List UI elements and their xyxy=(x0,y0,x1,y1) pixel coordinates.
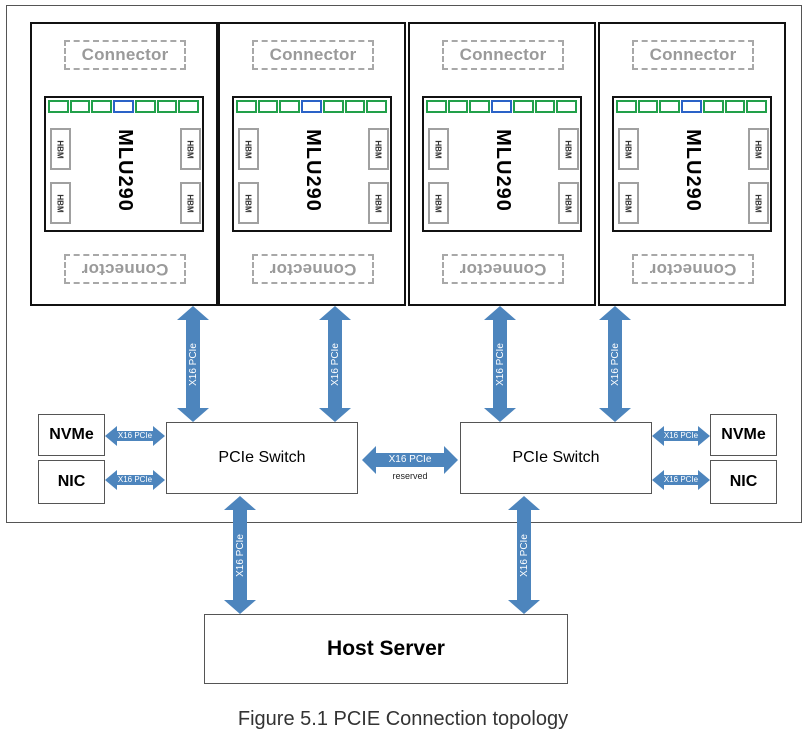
link-label: X16 PCIe xyxy=(663,431,699,440)
link-label: X16 PCIe xyxy=(117,475,153,484)
pcie-link-arrow xyxy=(652,426,710,446)
hbm-module: HBM xyxy=(180,128,201,170)
pin-row xyxy=(236,100,388,113)
hbm-module: HBM xyxy=(50,182,71,224)
mlu290-chip: MLU290 HBM HBM HBM HBM xyxy=(44,96,204,232)
pin-row xyxy=(426,100,578,113)
link-label: X16 PCIe xyxy=(609,342,621,386)
server-chassis xyxy=(6,5,802,523)
link-label: X16 PCIe xyxy=(187,342,199,386)
pcie-link-arrow xyxy=(319,306,351,422)
connector-top: Connector xyxy=(64,40,186,70)
hbm-module: HBM xyxy=(50,128,71,170)
pcie-link-arrow xyxy=(177,306,209,422)
connector-top: Connector xyxy=(442,40,564,70)
pcie-switch-right: PCIe Switch xyxy=(460,422,652,494)
nic-left: NIC xyxy=(38,460,105,504)
link-label: X16 PCIe xyxy=(494,342,506,386)
accelerator-card-4: Connector MLU290 HBM HBM HBM HBM Connect… xyxy=(598,22,786,306)
hbm-module: HBM xyxy=(238,128,259,170)
link-label: X16 PCIe xyxy=(117,431,153,440)
pcie-link-arrow xyxy=(484,306,516,422)
connector-top: Connector xyxy=(252,40,374,70)
link-label: X16 PCIe xyxy=(329,342,341,386)
pin-row xyxy=(48,100,200,113)
nvme-right: NVMe xyxy=(710,414,777,456)
pin-row xyxy=(616,100,768,113)
mlu290-chip: MLU290 HBM HBM HBM HBM xyxy=(232,96,392,232)
accelerator-card-2: Connector MLU290 HBM HBM HBM HBM Connect… xyxy=(218,22,406,306)
pcie-switch-left: PCIe Switch xyxy=(166,422,358,494)
hbm-module: HBM xyxy=(428,128,449,170)
nic-right: NIC xyxy=(710,460,777,504)
mlu290-chip: MLU290 HBM HBM HBM HBM xyxy=(612,96,772,232)
pcie-link-arrow xyxy=(508,496,540,614)
hbm-module: HBM xyxy=(368,128,389,170)
hbm-module: HBM xyxy=(558,128,579,170)
host-server: Host Server xyxy=(204,614,568,684)
nvme-left: NVMe xyxy=(38,414,105,456)
pcie-link-arrow xyxy=(652,470,710,490)
pcie-link-arrow xyxy=(105,426,165,446)
link-label: X16 PCIe xyxy=(518,533,530,577)
figure-caption: Figure 5.1 PCIE Connection topology xyxy=(237,708,569,730)
hbm-module: HBM xyxy=(618,128,639,170)
hbm-module: HBM xyxy=(558,182,579,224)
hbm-module: HBM xyxy=(238,182,259,224)
link-label: X16 PCIe xyxy=(388,454,432,465)
hbm-module: HBM xyxy=(180,182,201,224)
pcie-link-arrow xyxy=(362,446,458,474)
link-label: X16 PCIe xyxy=(234,533,246,577)
connector-top: Connector xyxy=(632,40,754,70)
pcie-link-arrow xyxy=(599,306,631,422)
hbm-module: HBM xyxy=(618,182,639,224)
hbm-module: HBM xyxy=(748,182,769,224)
hbm-module: HBM xyxy=(748,128,769,170)
accelerator-card-1: Connector MLU290 HBM HBM HBM HBM Connect… xyxy=(30,22,218,306)
reserved-label: reserved xyxy=(392,471,428,481)
pcie-link-arrow xyxy=(105,470,165,490)
hbm-module: HBM xyxy=(368,182,389,224)
pcie-link-arrow xyxy=(224,496,256,614)
hbm-module: HBM xyxy=(428,182,449,224)
accelerator-card-3: Connector MLU290 HBM HBM HBM HBM Connect… xyxy=(408,22,596,306)
link-label: X16 PCIe xyxy=(663,475,699,484)
mlu290-chip: MLU290 HBM HBM HBM HBM xyxy=(422,96,582,232)
